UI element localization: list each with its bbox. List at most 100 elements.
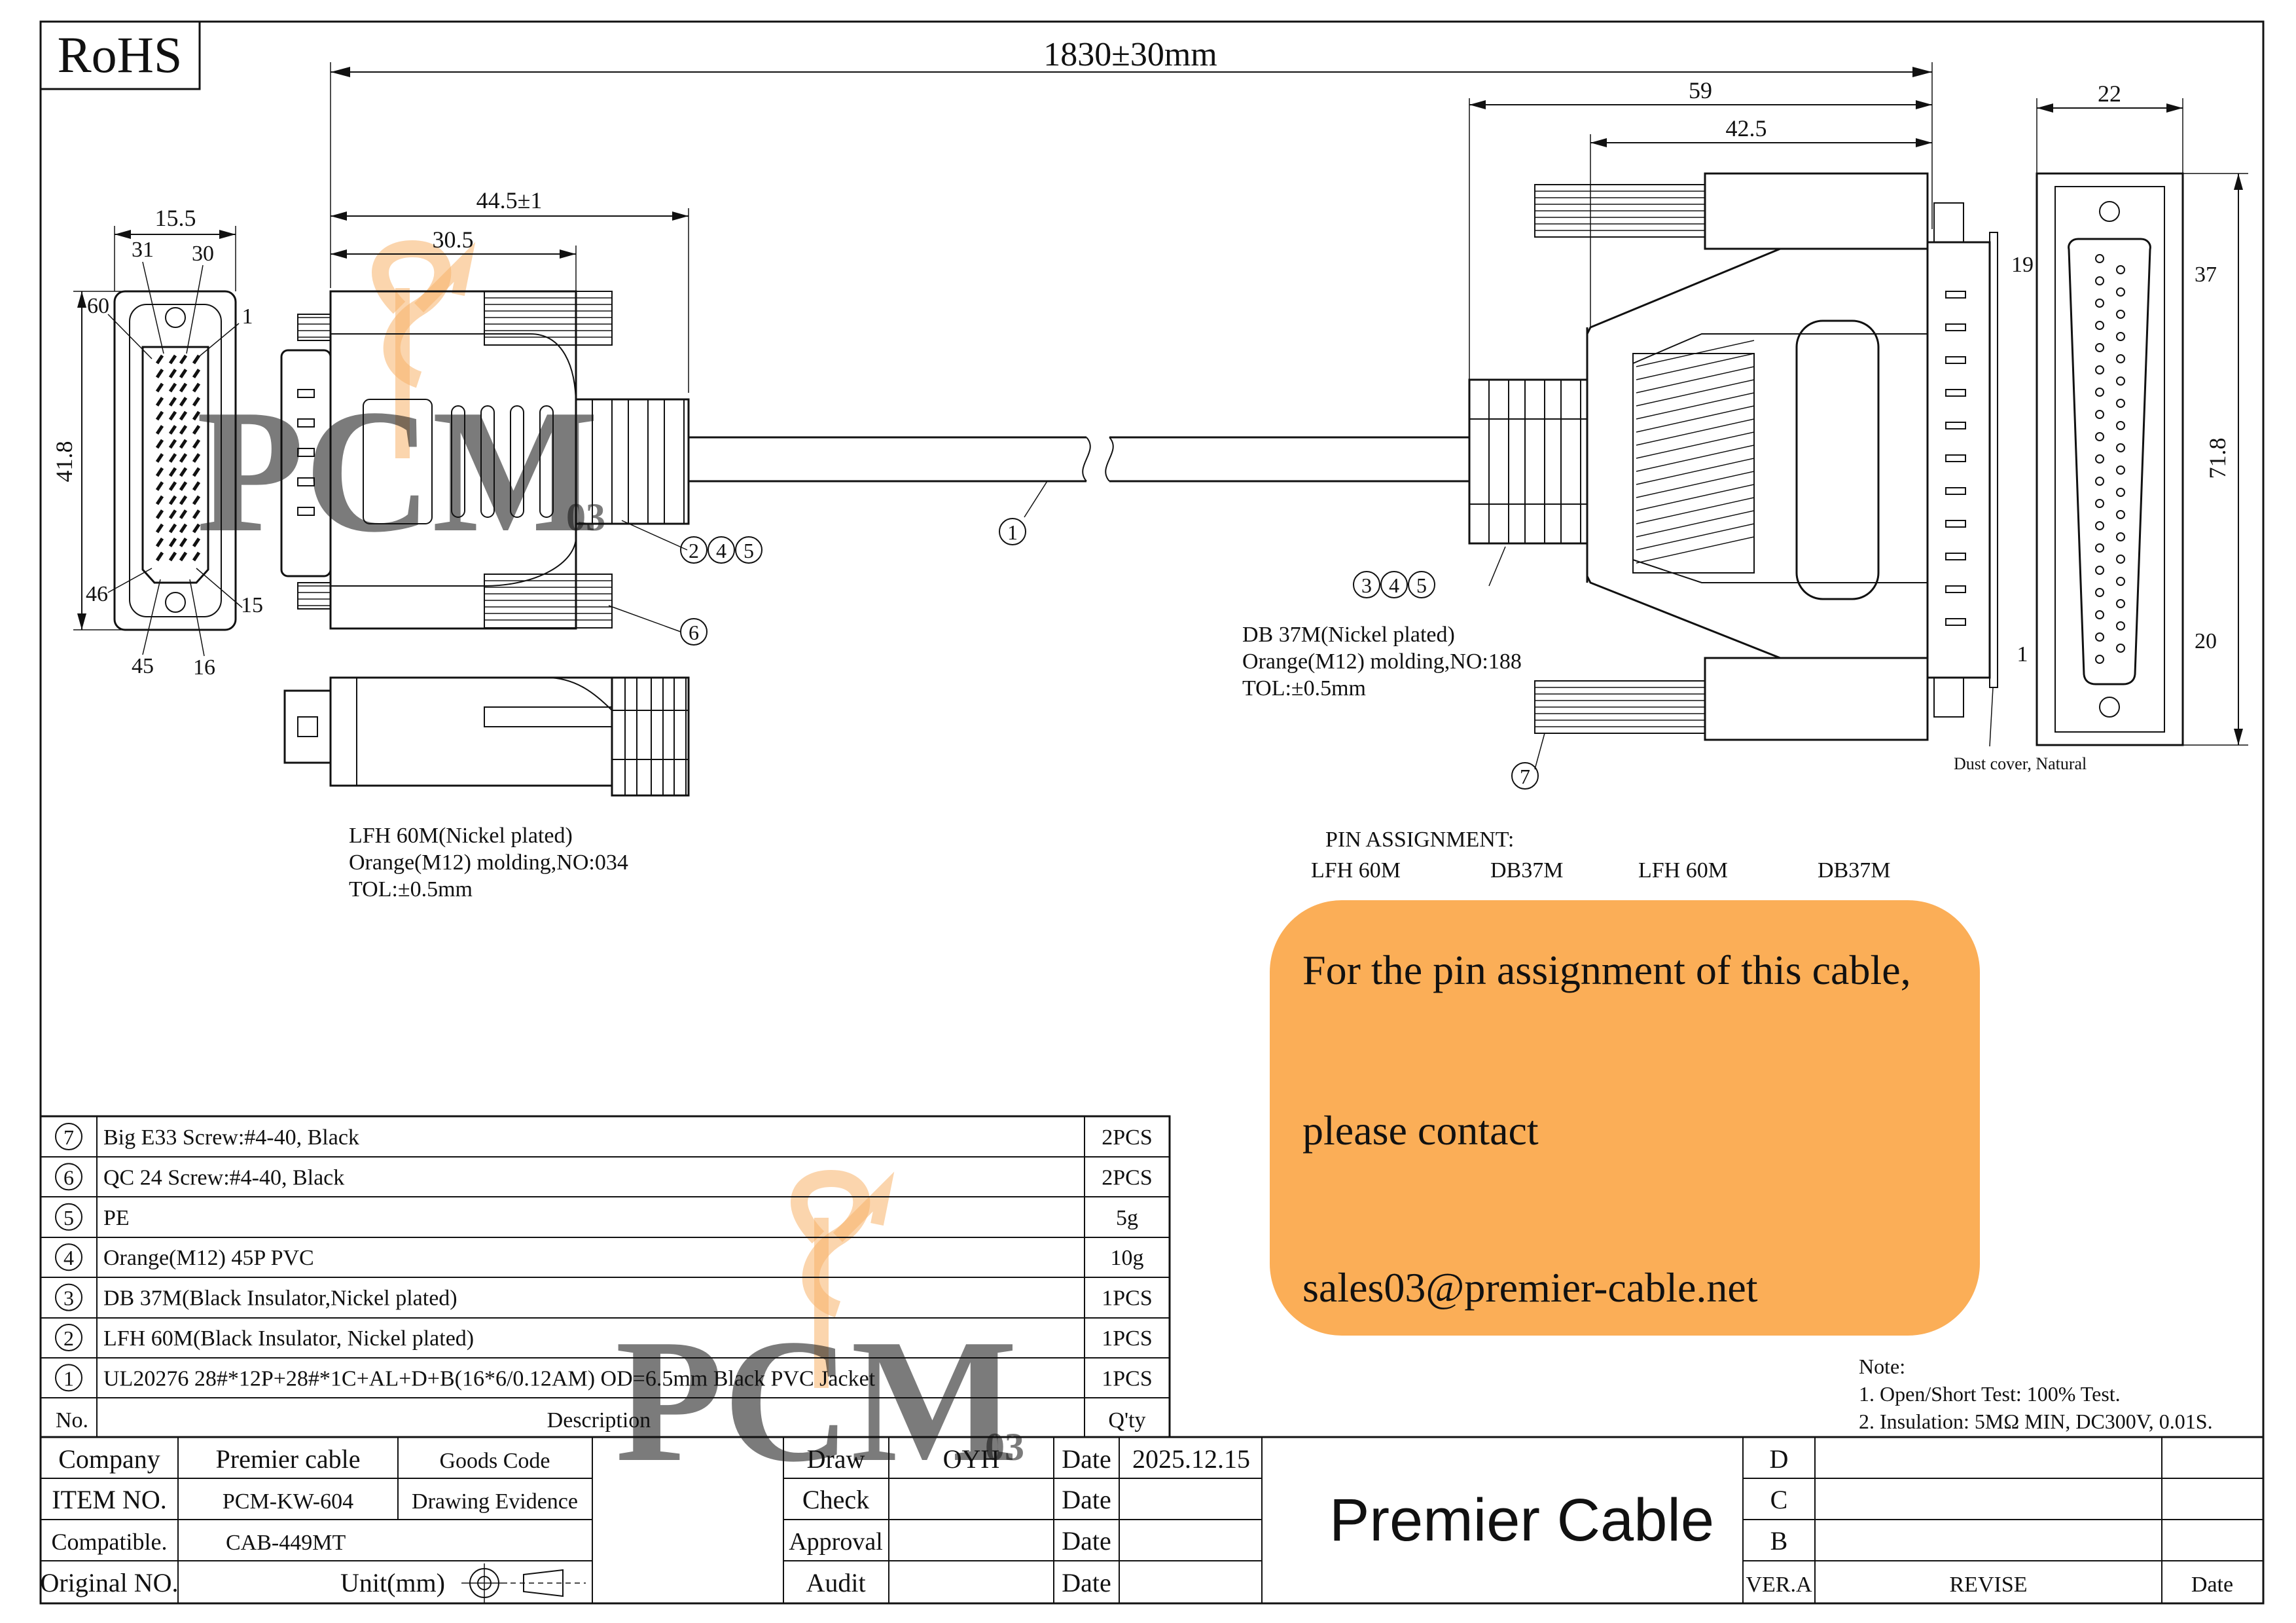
bom-row-balloon xyxy=(55,1324,82,1351)
dim-db-face-width: 22 xyxy=(2098,81,2121,107)
bom-row-no: 2 xyxy=(63,1326,74,1350)
lfh-pin xyxy=(155,523,164,534)
company-value: Premier cable xyxy=(216,1444,361,1474)
lfh-pin xyxy=(179,382,188,393)
db-pin xyxy=(2095,477,2104,486)
lfh-pin xyxy=(168,538,177,547)
db-pin-37: 37 xyxy=(2195,263,2217,287)
lfh-pin xyxy=(192,382,201,393)
bom-row-balloon xyxy=(55,1163,82,1191)
dim-overall: 1830±30mm xyxy=(330,36,1933,288)
db-pin xyxy=(2095,499,2104,508)
db-caption-line1: DB 37M(Nickel plated) xyxy=(1242,623,1455,647)
db-pin xyxy=(2116,555,2125,564)
lfh-pin xyxy=(155,354,164,365)
lfh-pin xyxy=(192,369,201,378)
lfh-pin xyxy=(179,481,188,491)
lfh-pin-grid xyxy=(155,354,201,562)
lfh-pin xyxy=(179,453,188,463)
bom-row-qty: 1PCS xyxy=(1102,1286,1153,1311)
lfh-pin xyxy=(155,481,164,491)
lfh-pin xyxy=(168,439,177,449)
notes: Note: 1. Open/Short Test: 100% Test. 2. … xyxy=(1859,1355,2213,1433)
bom-row-no: 3 xyxy=(63,1286,74,1310)
lfh-pin xyxy=(155,467,164,477)
dim-lfh-height: 41.8 xyxy=(51,441,77,483)
lfh-pin xyxy=(168,509,177,519)
db-pin xyxy=(2095,632,2104,642)
lfh-pin xyxy=(179,354,188,365)
rev-date-label: Date xyxy=(2191,1573,2233,1597)
db-pin xyxy=(2116,265,2125,274)
dim-lfh-body: 30.5 xyxy=(433,227,474,253)
brand-title: Premier Cable xyxy=(1329,1487,1714,1554)
db-caption-line3: TOL:±0.5mm xyxy=(1242,676,1366,701)
balloon-6: 6 xyxy=(680,618,708,646)
db-pin xyxy=(2116,577,2125,586)
lfh-pin-1: 1 xyxy=(242,304,253,329)
revise-label: REVISE xyxy=(1950,1573,2028,1597)
balloons-db-3-4-5: 3 4 5 xyxy=(1353,571,1435,598)
db37-connector-side: 59 42.5 xyxy=(1468,77,2087,773)
lfh-pin xyxy=(179,439,188,449)
lfh-pin xyxy=(155,382,164,393)
watermark-text-top: PCM xyxy=(196,373,599,569)
watermark-bottom: PCM 03 xyxy=(615,1169,1024,1499)
db-pin xyxy=(2116,399,2125,408)
db-pin xyxy=(2095,566,2104,575)
balloons-lfh-2-4-5: 2 4 5 xyxy=(680,536,762,564)
lfh-pin-45: 45 xyxy=(132,654,154,678)
svg-text:4: 4 xyxy=(716,539,726,562)
db-pin xyxy=(2116,644,2125,653)
svg-text:7: 7 xyxy=(1520,765,1530,788)
db-pin xyxy=(2095,388,2104,397)
rev-b: B xyxy=(1770,1526,1788,1556)
db-pin xyxy=(2116,443,2125,452)
item-no-label: ITEM NO. xyxy=(52,1485,167,1514)
db-pin xyxy=(2116,421,2125,430)
contact-note-email[interactable]: sales03@premier-cable.net xyxy=(1302,1264,1758,1311)
lfh-pin xyxy=(192,509,201,519)
notes-title: Note: xyxy=(1859,1355,1905,1378)
svg-text:3: 3 xyxy=(1361,574,1372,597)
bom-row-balloon xyxy=(55,1123,82,1150)
pin-col-4: DB37M xyxy=(1818,858,1890,883)
lfh-caption-line2: Orange(M12) molding,NO:034 xyxy=(349,850,628,875)
db-pin xyxy=(2116,376,2125,386)
pin-assignment-title: PIN ASSIGNMENT: xyxy=(1325,828,1514,852)
balloon-7: 7 xyxy=(1511,762,1539,790)
bom-row-no: 6 xyxy=(63,1165,74,1189)
db-pin xyxy=(2095,410,2104,419)
rev-c: C xyxy=(1770,1485,1788,1514)
date-label-1: Date xyxy=(1062,1444,1111,1474)
lfh-pin-15: 15 xyxy=(241,593,263,617)
db-pin xyxy=(2095,299,2104,308)
lfh-connector-top xyxy=(283,676,690,797)
lfh-pin xyxy=(168,425,177,435)
dim-lfh-mold: 44.5±1 xyxy=(476,187,543,213)
lfh-pin xyxy=(168,369,177,378)
lfh-pin xyxy=(192,538,201,547)
lfh-pin-16: 16 xyxy=(193,655,215,680)
bom-row-desc: PE xyxy=(103,1206,130,1230)
svg-text:4: 4 xyxy=(1389,574,1399,597)
note-2: 2. Insulation: 5MΩ MIN, DC300V, 0.01S. xyxy=(1859,1410,2213,1433)
db-pin xyxy=(2116,532,2125,541)
bom-row-balloon xyxy=(55,1203,82,1231)
bom-row-qty: 2PCS xyxy=(1102,1125,1153,1150)
balloon-1: 1 xyxy=(999,518,1026,545)
db-pin xyxy=(2095,254,2104,263)
compatible-value: CAB-449MT xyxy=(226,1531,346,1555)
date-value: 2025.12.15 xyxy=(1132,1444,1250,1474)
bom-header-qty: Q'ty xyxy=(1108,1408,1145,1432)
db-pin xyxy=(2116,465,2125,475)
lfh-pin xyxy=(192,453,201,463)
db-pin-1: 1 xyxy=(2017,642,2028,666)
bom-row-desc: LFH 60M(Black Insulator, Nickel plated) xyxy=(103,1326,474,1351)
lfh-pin xyxy=(168,397,177,407)
db37-pin-grid xyxy=(2095,254,2125,664)
db-pin xyxy=(2095,655,2104,664)
lfh-pin xyxy=(155,439,164,449)
